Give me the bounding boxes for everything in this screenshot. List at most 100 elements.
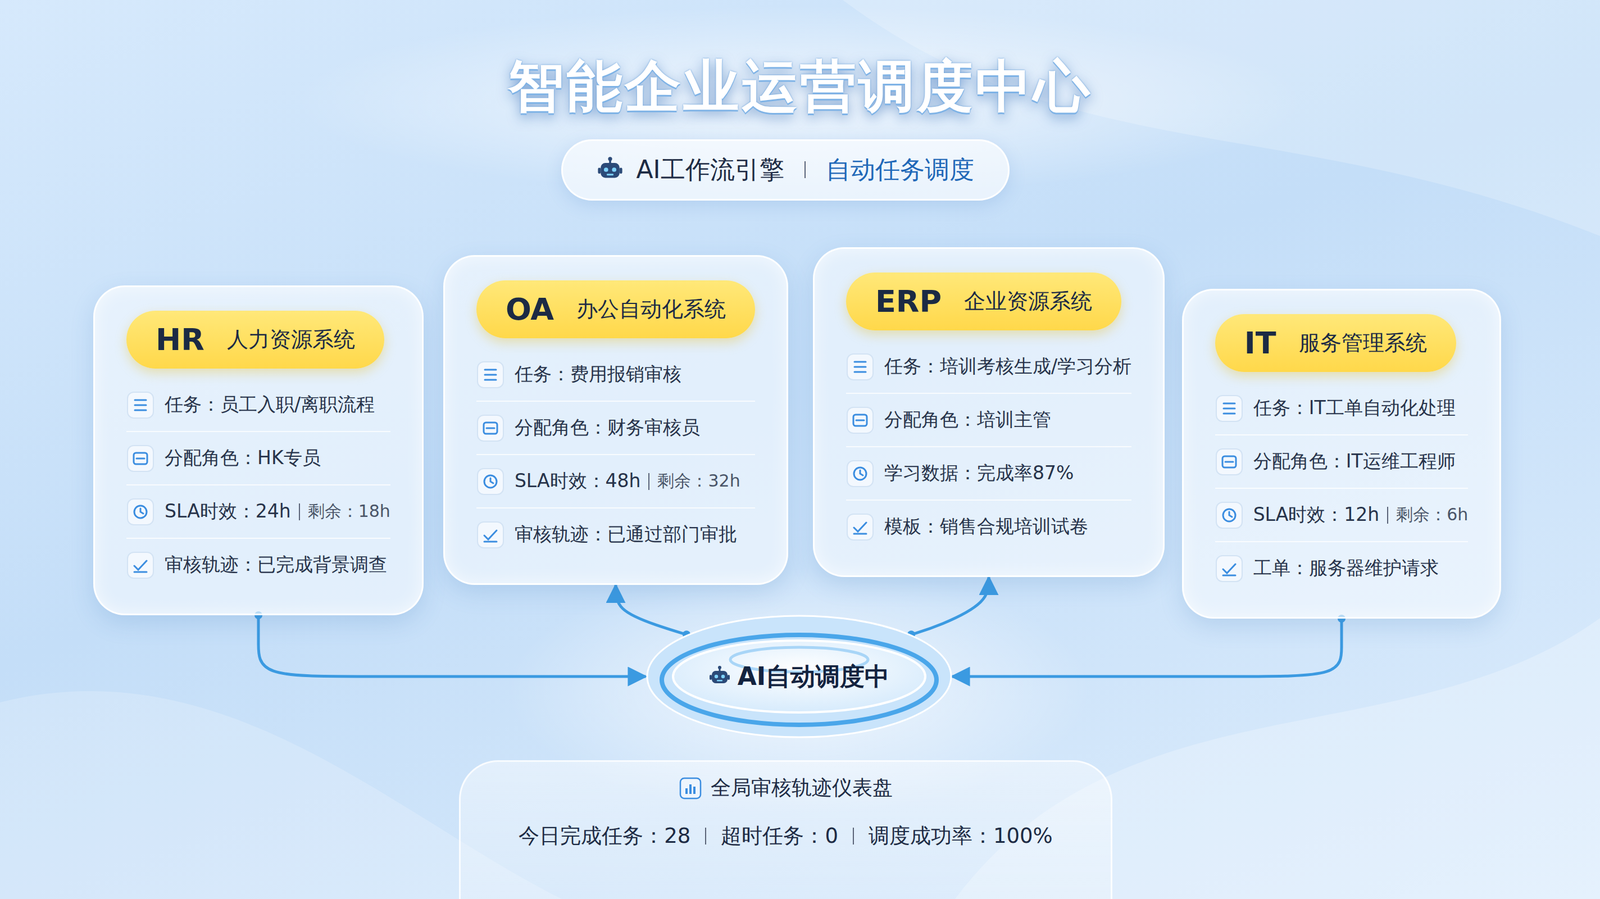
row-icon: [1215, 394, 1244, 423]
system-name: 企业资源系统: [964, 287, 1093, 316]
system-header: OA办公自动化系统: [476, 280, 756, 339]
chart-icon: [679, 776, 702, 800]
info-row: 分配角色：IT运维工程师: [1215, 435, 1469, 489]
info-text: 任务：员工入职/离职流程: [164, 392, 375, 418]
info-row: SLA时效：48h 剩余：32h: [476, 455, 756, 509]
card-rows: 任务：费用报销审核分配角色：财务审核员 SLA时效：48h 剩余：32h 审核轨迹：已…: [476, 348, 756, 561]
separator: [852, 827, 854, 845]
info-text: 分配角色：IT运维工程师: [1253, 448, 1456, 475]
row-icon: [476, 467, 505, 496]
info-row: 任务：费用报销审核: [476, 348, 756, 402]
dispatch-hub: AI自动调度中: [646, 614, 953, 739]
dashboard-stats: 今日完成任务：28超时任务：0调度成功率：100%: [518, 821, 1053, 850]
dashboard-panel: 全局审核轨迹仪表盘今日完成任务：28超时任务：0调度成功率：100%: [458, 760, 1113, 899]
info-row: 任务：员工入职/离职流程: [126, 378, 391, 433]
row-icon: [846, 406, 875, 435]
system-code: ERP: [875, 283, 942, 320]
info-text: SLA时效：48h: [514, 468, 642, 494]
info-text: 任务：培训考核生成/学习分析: [884, 353, 1132, 380]
info-row: 分配角色：培训主管: [846, 393, 1132, 448]
card-rows: 任务：员工入职/离职流程分配角色：HK专员 SLA时效：24h 剩余：18h 审核轨迹…: [126, 378, 391, 592]
row-icon: [476, 414, 505, 443]
engine-pill: AI工作流引擎 自动任务调度: [561, 139, 1009, 201]
row-icon: [1215, 447, 1244, 476]
card-rows: 任务：培训考核生成/学习分析分配角色：培训主管学习数据：完成率87% 模板：销售合…: [846, 340, 1132, 553]
info-text: 工单：服务器维护请求: [1253, 555, 1439, 581]
engine-mode: 自动任务调度: [825, 153, 975, 187]
row-icon: [126, 391, 155, 420]
info-row: SLA时效：12h 剩余：6h: [1215, 488, 1469, 543]
system-code: OA: [505, 291, 554, 327]
row-icon: [1215, 501, 1244, 530]
hub-label-text: AI自动调度中: [737, 660, 890, 694]
info-row: 分配角色：HK专员: [126, 432, 391, 486]
dashboard-stat: 调度成功率：100%: [868, 821, 1053, 850]
separator: [804, 161, 806, 179]
card-header-slot: OA办公自动化系统: [476, 280, 756, 349]
info-text: 审核轨迹：已完成背景调查: [164, 552, 388, 578]
row-icon: [126, 497, 155, 526]
row-icon: [126, 551, 155, 580]
info-row: 任务：培训考核生成/学习分析: [846, 340, 1132, 394]
flow-connector: [952, 618, 1343, 677]
info-text: 分配角色：财务审核员: [514, 415, 700, 441]
flow-connector: [615, 584, 687, 635]
system-header: HR 人力资源系统: [126, 310, 385, 369]
info-row: 模板：销售合规培训试卷: [846, 500, 1132, 553]
card-header-slot: IT 服务管理系统: [1215, 314, 1469, 383]
hub-label: AI自动调度中: [708, 660, 890, 694]
remaining-time: 剩余：6h: [1396, 503, 1468, 527]
separator: [648, 473, 650, 490]
info-row: 审核轨迹：已通过部门审批: [476, 508, 756, 561]
row-icon: [126, 444, 155, 473]
card-header-slot: HR 人力资源系统: [126, 310, 391, 379]
system-code: IT: [1244, 325, 1277, 361]
row-icon: [476, 520, 505, 549]
robot-icon: [708, 665, 731, 688]
row-icon: [846, 352, 875, 381]
info-text: 模板：销售合规培训试卷: [884, 514, 1089, 540]
card-header-slot: ERP 企业资源系统: [846, 272, 1132, 341]
separator: [705, 827, 707, 845]
info-text: 任务：费用报销审核: [514, 361, 682, 388]
row-icon: [846, 512, 875, 542]
page-title: 智能企业运营调度中心: [0, 49, 1600, 126]
info-text: SLA时效：24h: [164, 498, 292, 525]
remaining-time: 剩余：18h: [307, 500, 391, 524]
system-card: HR 人力资源系统任务：员工入职/离职流程分配角色：HK专员 SLA时效：24h 剩余…: [93, 285, 424, 616]
row-icon: [476, 360, 505, 389]
info-row: 工单：服务器维护请求: [1215, 542, 1469, 595]
system-name: 服务管理系统: [1298, 328, 1427, 358]
flow-connector: [911, 576, 989, 635]
info-text: 分配角色：HK专员: [164, 445, 321, 471]
dashboard-title: 全局审核轨迹仪表盘: [710, 774, 893, 802]
system-header: IT 服务管理系统: [1215, 314, 1457, 372]
separator: [1387, 506, 1389, 524]
system-card: IT 服务管理系统任务：IT工单自动化处理分配角色：IT运维工程师 SLA时效：12…: [1182, 288, 1502, 619]
flow-connector: [258, 615, 647, 677]
info-text: SLA时效：12h: [1253, 502, 1380, 528]
engine-name: AI工作流引擎: [635, 153, 784, 187]
info-text: 审核轨迹：已通过部门审批: [514, 521, 738, 548]
info-text: 分配角色：培训主管: [884, 407, 1052, 433]
info-row: 分配角色：财务审核员: [476, 401, 756, 456]
info-row: SLA时效：24h 剩余：18h: [126, 485, 391, 539]
row-icon: [846, 459, 875, 488]
info-row: 审核轨迹：已完成背景调查: [126, 538, 391, 592]
robot-icon: [596, 156, 624, 184]
system-header: ERP 企业资源系统: [846, 272, 1122, 331]
info-text: 学习数据：完成率87%: [884, 460, 1074, 486]
system-code: HR: [155, 321, 205, 358]
system-card: OA办公自动化系统任务：费用报销审核分配角色：财务审核员 SLA时效：48h 剩余：…: [443, 255, 789, 585]
separator: [298, 503, 300, 521]
system-card: ERP 企业资源系统任务：培训考核生成/学习分析分配角色：培训主管学习数据：完成率…: [812, 247, 1165, 577]
row-icon: [1215, 554, 1244, 583]
info-row: 任务：IT工单自动化处理: [1215, 382, 1469, 436]
dashboard-stat: 今日完成任务：28: [518, 821, 691, 850]
system-name: 人力资源系统: [226, 325, 356, 354]
info-text: 任务：IT工单自动化处理: [1253, 395, 1456, 421]
remaining-time: 剩余：32h: [657, 469, 740, 493]
card-rows: 任务：IT工单自动化处理分配角色：IT运维工程师 SLA时效：12h 剩余：6h 工单…: [1215, 382, 1469, 595]
info-row: 学习数据：完成率87%: [846, 447, 1132, 501]
